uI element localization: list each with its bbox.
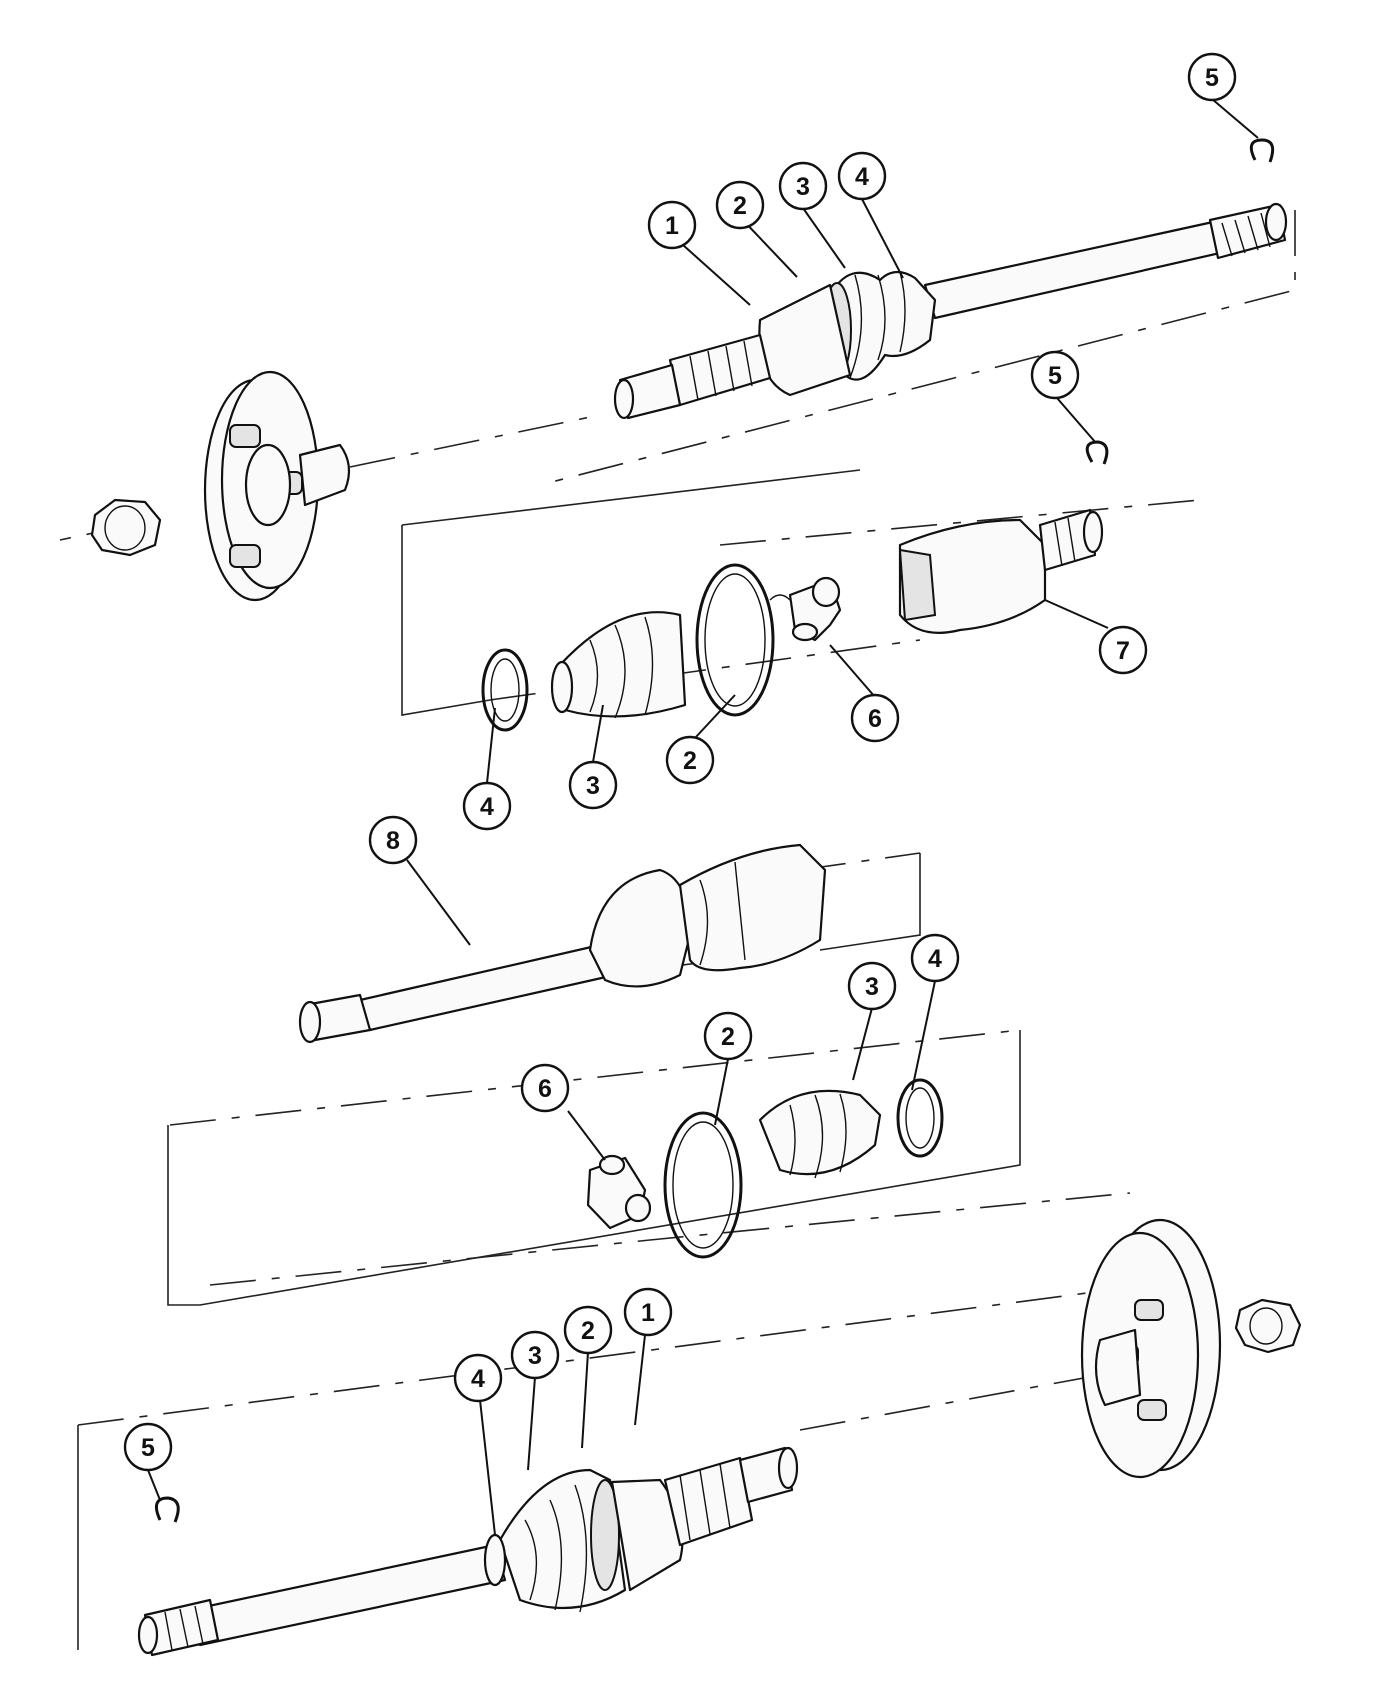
circlip-parts xyxy=(154,138,1275,1523)
callout-2-upper: 2 xyxy=(665,735,715,785)
bottom-driveshaft xyxy=(137,1446,799,1657)
svg-text:5: 5 xyxy=(141,1434,155,1462)
svg-text:3: 3 xyxy=(865,973,879,1001)
callout-5-middle: 5 xyxy=(1030,350,1080,400)
svg-text:2: 2 xyxy=(721,1023,735,1051)
top-driveshaft xyxy=(613,202,1288,420)
callout-5-bottom: 5 xyxy=(123,1422,173,1472)
callout-5-top: 5 xyxy=(1187,52,1237,102)
callout-2-bottom: 2 xyxy=(563,1305,613,1355)
right-wheel-hub xyxy=(1080,1218,1302,1479)
callout-3-bottom: 3 xyxy=(510,1330,560,1380)
svg-text:2: 2 xyxy=(581,1317,595,1345)
upper-inboard-parts xyxy=(481,508,1104,732)
callout-4-bottom: 4 xyxy=(453,1353,503,1403)
callout-3-upper: 3 xyxy=(568,760,618,810)
lower-inboard-parts xyxy=(586,1078,944,1259)
svg-text:2: 2 xyxy=(733,192,747,220)
callout-3-lower: 3 xyxy=(847,961,897,1011)
svg-text:4: 4 xyxy=(480,793,494,821)
callout-4-upper: 4 xyxy=(462,781,512,831)
svg-text:3: 3 xyxy=(586,772,600,800)
svg-text:3: 3 xyxy=(528,1342,542,1370)
leader-lines xyxy=(147,98,1259,1536)
svg-text:5: 5 xyxy=(1048,362,1062,390)
svg-text:1: 1 xyxy=(665,212,679,240)
callout-2-top: 2 xyxy=(715,180,765,230)
svg-text:6: 6 xyxy=(538,1075,552,1103)
svg-text:1: 1 xyxy=(641,1299,655,1327)
svg-text:5: 5 xyxy=(1205,64,1219,92)
callout-4-top: 4 xyxy=(837,151,887,201)
callout-1-top: 1 xyxy=(647,200,697,250)
svg-text:7: 7 xyxy=(1116,637,1130,665)
svg-text:6: 6 xyxy=(868,705,882,733)
inboard-shaft xyxy=(298,843,827,1044)
callout-1-bottom: 1 xyxy=(623,1287,673,1337)
callout-8: 8 xyxy=(368,815,418,865)
callout-4-lower: 4 xyxy=(910,933,960,983)
svg-text:3: 3 xyxy=(796,173,810,201)
svg-text:4: 4 xyxy=(855,163,869,191)
callout-6-lower: 6 xyxy=(520,1063,570,1113)
callout-6-upper: 6 xyxy=(850,693,900,743)
svg-text:4: 4 xyxy=(928,945,942,973)
svg-text:4: 4 xyxy=(471,1365,485,1393)
svg-text:2: 2 xyxy=(683,747,697,775)
callout-3-top: 3 xyxy=(778,161,828,211)
callout-7: 7 xyxy=(1098,625,1148,675)
left-wheel-hub xyxy=(90,370,351,602)
callout-2-lower: 2 xyxy=(703,1011,753,1061)
svg-text:8: 8 xyxy=(386,827,400,855)
